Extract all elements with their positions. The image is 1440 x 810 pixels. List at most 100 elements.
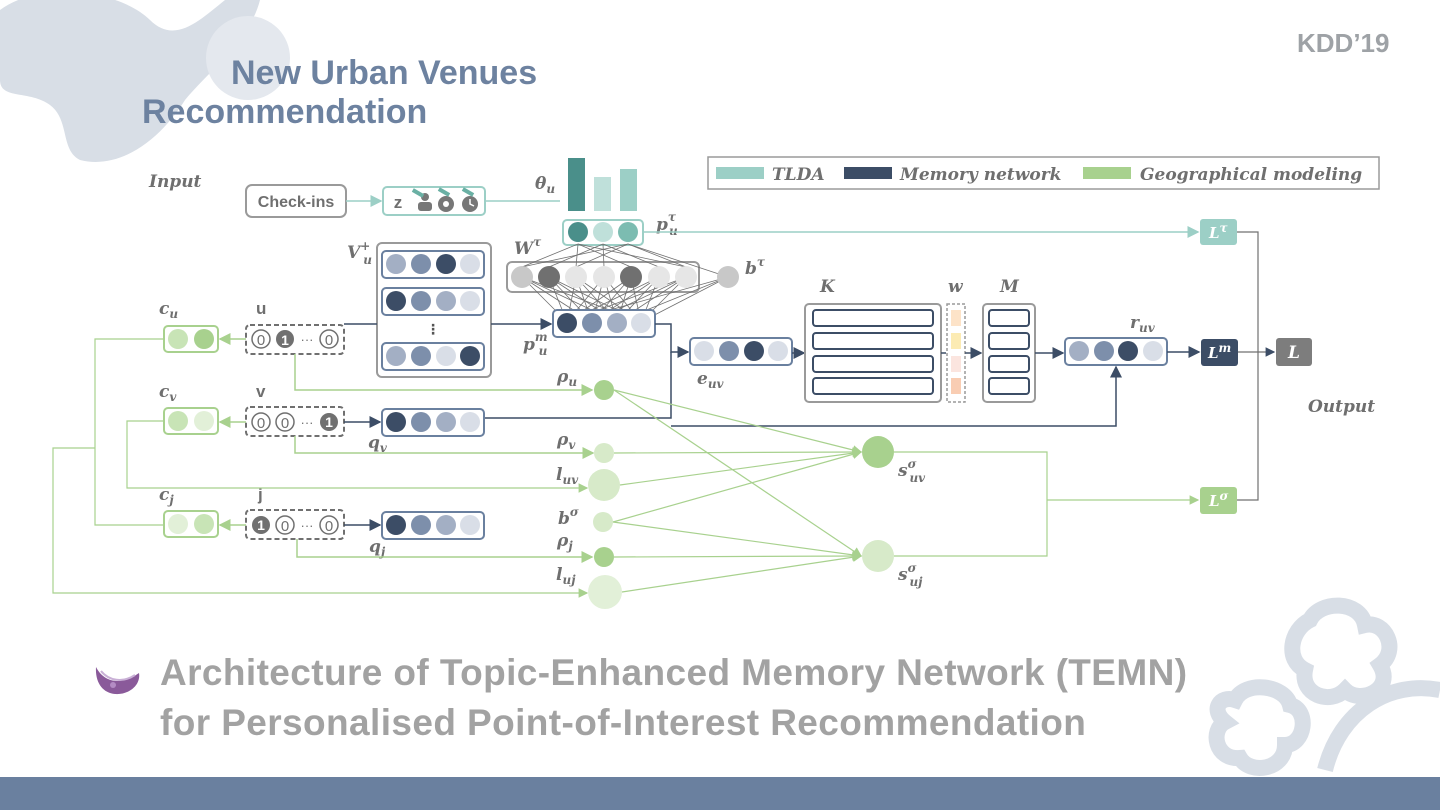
b-tau-label: bτ	[745, 255, 766, 279]
page-title-line2: Recommendation	[142, 93, 428, 131]
c-j-label: cj	[159, 485, 174, 507]
k-label: K	[819, 277, 836, 297]
theta-bar-2	[594, 177, 611, 211]
v-plus-row-1	[381, 250, 485, 279]
k-slot-2	[812, 332, 934, 350]
k-slot-3	[812, 355, 934, 373]
v-plus-label: V+u	[347, 239, 372, 267]
u-onehot-ellipsis: ···	[301, 332, 314, 347]
u-onehot-one: 1	[281, 332, 289, 348]
legend-label-tlda: TLDA	[772, 165, 825, 185]
qv-to-euv-line	[485, 352, 672, 419]
p-tau-node-2	[593, 222, 613, 242]
rho-v-label: ρv	[556, 430, 576, 452]
w-tau-node-7	[675, 266, 697, 288]
footer-bar	[0, 777, 1440, 810]
l-uv-node	[588, 469, 620, 501]
theta-label: θu	[535, 174, 555, 196]
rho-v-node	[594, 443, 614, 463]
q-j-box	[381, 511, 485, 540]
e-uv-box	[689, 337, 793, 366]
m-label: M	[999, 277, 1020, 297]
v-onehot-one: 1	[325, 414, 333, 430]
z-label: z	[394, 193, 403, 212]
loss-sigma-box	[1200, 487, 1237, 514]
w-tau-node-2	[538, 266, 560, 288]
input-side: cu u 0 1 ··· 0 cv v 0 0 ··· 1 qv cj	[52, 299, 595, 598]
l-uj-label: luj	[556, 565, 576, 587]
w-tau-node-6	[648, 266, 670, 288]
v-plus-row-n	[381, 342, 485, 371]
q-v-label: qv	[368, 433, 388, 455]
legend-swatch-geo	[1083, 167, 1131, 179]
e-uv-label: euv	[697, 369, 725, 391]
bottom-right-blob-decoration	[1208, 597, 1440, 776]
legend-label-memory: Memory network	[899, 165, 1061, 185]
theta-bar-3	[620, 169, 637, 211]
user-icon	[411, 188, 432, 211]
legend-swatch-tlda	[716, 167, 764, 179]
u-label: u	[256, 299, 266, 318]
j-onehot-ellipsis: ···	[301, 518, 314, 533]
k-slot-4	[812, 377, 934, 395]
j-onehot-zero-1: 0	[281, 518, 289, 535]
v-onehot-zero-2: 0	[281, 415, 289, 432]
w-tau-layer: Wτ bτ	[506, 235, 766, 323]
l-uj-node	[588, 575, 622, 609]
s-uv-node	[862, 436, 894, 468]
q-v-box	[381, 408, 485, 437]
memory-network: euv K w M ruv	[671, 277, 1201, 427]
p-tau-node-1	[568, 222, 588, 242]
k-slot-1	[812, 309, 934, 327]
loss-total-box	[1276, 338, 1312, 366]
v-label: v	[256, 382, 266, 401]
theta-bar-1	[568, 158, 585, 211]
l-uv-label: luv	[556, 465, 579, 487]
q-j-label: qj	[369, 537, 386, 559]
u-onehot-zero-last: 0	[325, 332, 333, 349]
caption-line2: for Personalised Point-of-Interest Recom…	[160, 702, 1087, 743]
rho-j-node	[594, 547, 614, 567]
rho-u-node	[594, 380, 614, 400]
caption-line1: Architecture of Topic-Enhanced Memory Ne…	[160, 652, 1188, 693]
legend-frame	[707, 156, 1380, 190]
loss-tau-label: Lτ	[1208, 221, 1229, 242]
b-sigma-label: bσ	[558, 505, 579, 529]
w-tau-node-5	[620, 266, 642, 288]
b-sigma-node	[593, 512, 613, 532]
j-onehot-one: 1	[257, 517, 265, 533]
legend: TLDA Memory network Geographical modelin…	[707, 156, 1380, 190]
logo-icon	[95, 667, 140, 695]
pm-to-euv-arrow	[655, 323, 690, 358]
b-tau-node	[717, 266, 739, 288]
p-tau-node-3	[618, 222, 638, 242]
loss-nodes: Lτ Lm Lσ L	[1200, 219, 1312, 514]
top-left-blob-decoration	[0, 0, 290, 162]
rho-u-label: ρu	[556, 367, 577, 389]
output-label: Output	[1308, 397, 1375, 417]
w-label: w	[948, 277, 964, 297]
u-onehot-zero: 0	[257, 332, 265, 349]
location-icon	[437, 187, 454, 212]
j-onehot-zero-2: 0	[325, 518, 333, 535]
c-v-label: cv	[159, 382, 177, 404]
conference-label: KDD’19	[1297, 28, 1390, 58]
page-title-line1: New Urban Venues	[231, 54, 538, 92]
v-plus-row-2	[381, 287, 485, 316]
losses-merge-line	[1237, 231, 1259, 501]
loss-sigma-label: Lσ	[1208, 489, 1229, 510]
w-tau-node-1	[511, 266, 533, 288]
loss-m-label: Lm	[1207, 341, 1231, 362]
checkins-label: Check-ins	[258, 194, 335, 211]
loss-tau-box	[1200, 219, 1237, 245]
loss-m-box	[1201, 339, 1238, 366]
clock-icon	[461, 187, 478, 212]
cu-geo-bracket	[94, 338, 164, 526]
